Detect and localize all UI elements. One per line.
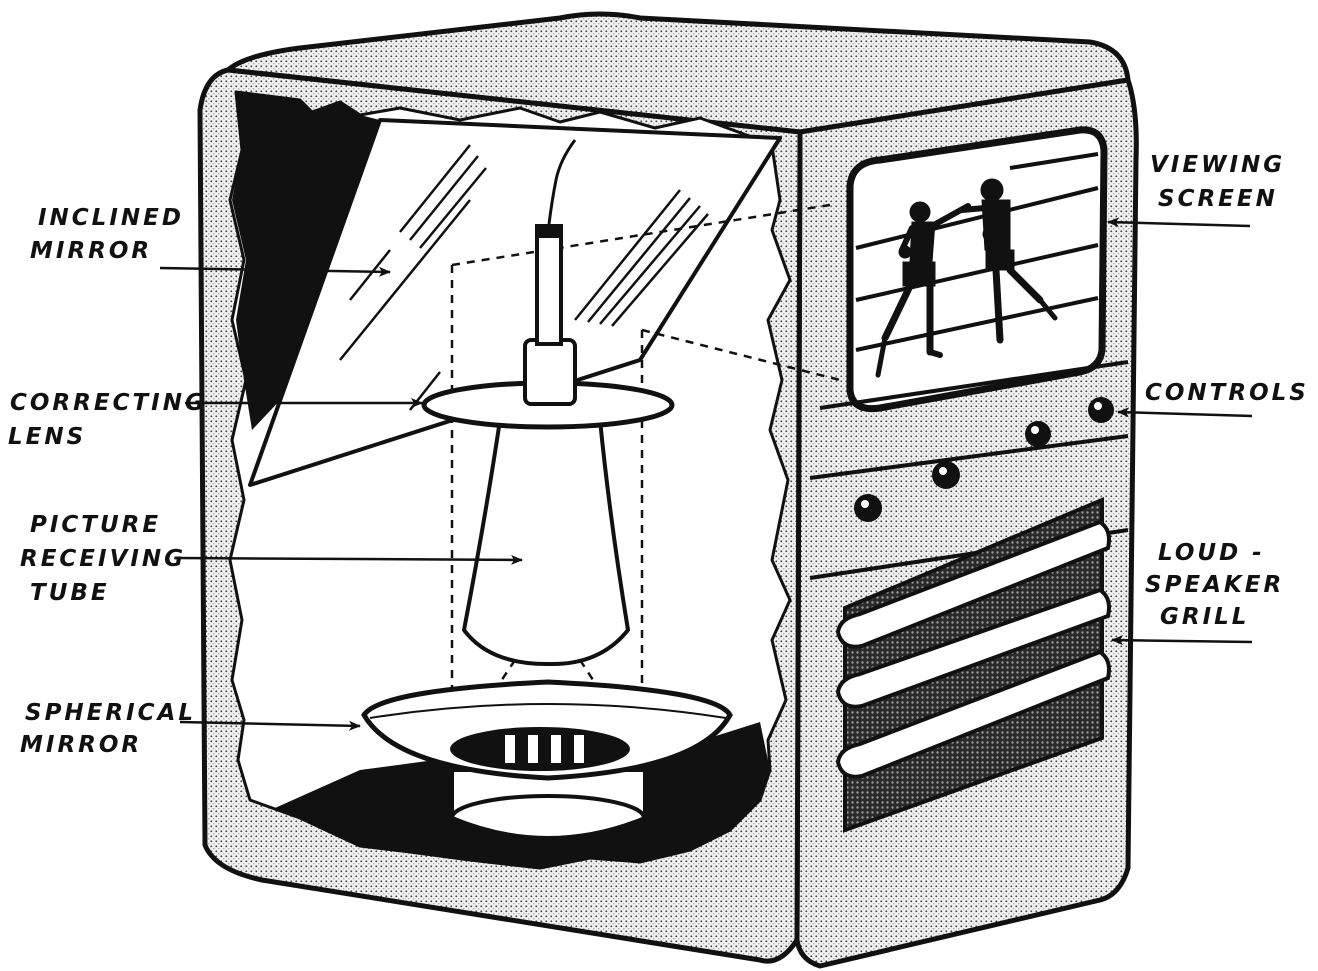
label-loudspeaker-grill-line-3: GRILL — [1160, 604, 1249, 630]
label-viewing-screen: VIEWING SCREEN — [1150, 152, 1285, 212]
viewing-screen — [850, 130, 1104, 409]
spherical-mirror-aperture — [450, 727, 630, 771]
label-viewing-screen-line-2: SCREEN — [1158, 186, 1278, 212]
label-spherical-mirror-line-1: SPHERICAL — [25, 700, 196, 726]
label-loudspeaker-grill-line-2: SPEAKER — [1145, 572, 1284, 598]
tube-base — [525, 340, 575, 404]
arrow-controls — [1118, 412, 1252, 416]
tube-neck — [537, 226, 561, 344]
label-loudspeaker-grill: LOUD - SPEAKER GRILL — [1145, 540, 1284, 630]
label-picture-tube-line-1: PICTURE — [30, 512, 161, 538]
label-inclined-mirror-line-2: MIRROR — [30, 238, 152, 264]
label-picture-tube: PICTURE RECEIVING TUBE — [20, 512, 186, 606]
label-viewing-screen-line-1: VIEWING — [1150, 152, 1285, 178]
control-knob-4 — [854, 494, 882, 522]
label-loudspeaker-grill-line-1: LOUD - — [1158, 540, 1265, 566]
tube-cap — [537, 224, 561, 238]
label-correcting-lens-line-1: CORRECTING — [10, 390, 207, 416]
label-correcting-lens-line-2: LENS — [8, 424, 86, 450]
label-inclined-mirror-line-1: INCLINED — [38, 205, 184, 231]
control-knob-2 — [1025, 421, 1051, 447]
label-controls-line-1: CONTROLS — [1145, 380, 1309, 406]
label-picture-tube-line-2: RECEIVING — [20, 546, 186, 572]
control-knob-3 — [932, 461, 960, 489]
label-spherical-mirror: SPHERICAL MIRROR — [20, 700, 196, 758]
label-controls: CONTROLS — [1145, 380, 1309, 406]
label-spherical-mirror-line-2: MIRROR — [20, 732, 142, 758]
control-knob-1 — [1088, 397, 1114, 423]
label-picture-tube-line-3: TUBE — [30, 580, 110, 606]
label-correcting-lens: CORRECTING LENS — [8, 390, 207, 450]
label-inclined-mirror: INCLINED MIRROR — [30, 205, 184, 264]
